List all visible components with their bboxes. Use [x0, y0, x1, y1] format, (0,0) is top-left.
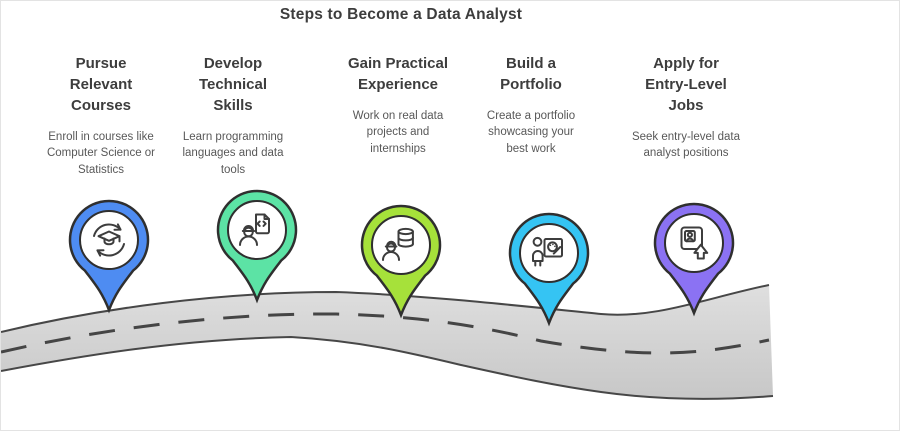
page-title: Steps to Become a Data Analyst	[279, 6, 523, 23]
step-3-column: Gain Practical Experience Work on real d…	[328, 53, 468, 157]
pin-3-body	[360, 204, 442, 319]
pin-5-body	[653, 202, 735, 317]
pin-step-5	[653, 202, 735, 317]
person-palette-board-icon	[532, 236, 563, 267]
step-4-description: Create a portfolio showcasing your best …	[486, 110, 576, 155]
road-bottom-edge	[1, 335, 774, 400]
pin-2-body	[216, 189, 298, 304]
step-4-column: Build a Portfolio Create a portfolio sho…	[463, 53, 599, 157]
step-2-description: Learn programming languages and data too…	[182, 131, 284, 176]
step-5-description: Seek entry-level data analyst positions	[631, 131, 741, 160]
engineer-code-document-icon	[239, 213, 270, 246]
pin-step-2	[216, 189, 298, 304]
step-2-column: Develop Technical Skills Learn programmi…	[163, 53, 303, 178]
step-5-heading: Apply for Entry-Level Jobs	[645, 55, 727, 114]
pin-1-body	[68, 199, 150, 314]
pin-4-body	[508, 212, 590, 327]
pin-4-inner-circle	[519, 223, 579, 283]
pin-3-inner-circle	[371, 215, 431, 275]
step-3-heading: Gain Practical Experience	[347, 55, 449, 93]
pin-2-inner-circle	[227, 200, 287, 260]
road-surface	[1, 285, 773, 399]
pin-step-4	[508, 212, 590, 327]
step-1-heading: Pursue Relevant Courses	[69, 55, 133, 114]
step-4-heading: Build a Portfolio	[500, 55, 562, 93]
step-5-column: Apply for Entry-Level Jobs Seek entry-le…	[613, 53, 759, 162]
step-1-column: Pursue Relevant Courses Enroll in course…	[21, 53, 181, 178]
id-badge-upload-icon	[680, 226, 709, 260]
step-3-description: Work on real data projects and internshi…	[352, 110, 444, 155]
road-top-edge	[1, 284, 770, 333]
pin-step-1	[68, 199, 150, 314]
road-center-dashes	[1, 312, 770, 355]
step-2-heading: Develop Technical Skills	[198, 55, 268, 114]
engineer-database-icon	[382, 227, 414, 261]
pin-5-inner-circle	[664, 213, 724, 273]
pin-step-3	[360, 204, 442, 319]
graduation-cap-refresh-icon	[93, 223, 125, 257]
pin-1-inner-circle	[79, 210, 139, 270]
step-1-description: Enroll in courses like Computer Science …	[46, 131, 156, 176]
